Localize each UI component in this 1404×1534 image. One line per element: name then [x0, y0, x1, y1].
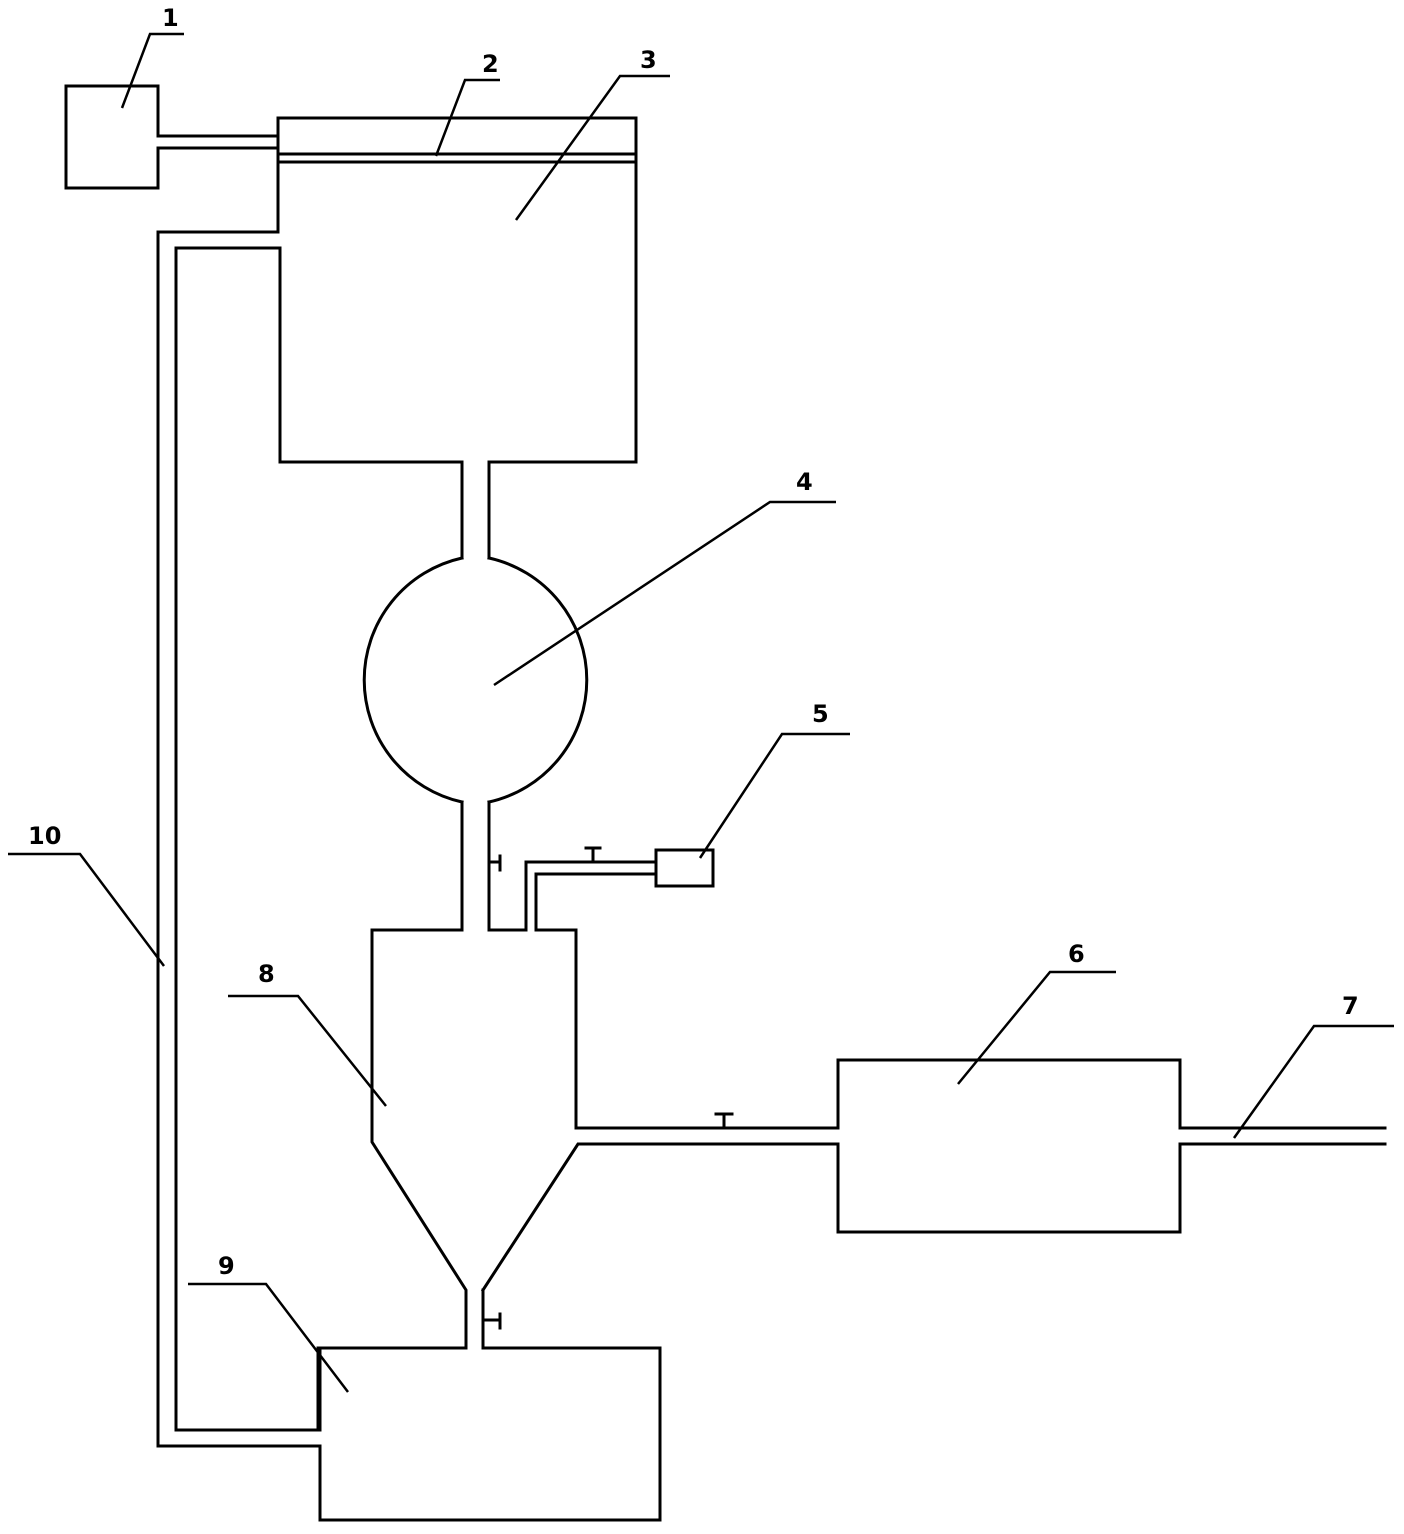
label-2: 2: [482, 50, 499, 78]
component-3-tank: [174, 116, 638, 1432]
outlet-valve: [708, 1112, 740, 1130]
label-3: 3: [640, 46, 657, 74]
component-5-box: [487, 846, 840, 1130]
label-4: 4: [796, 468, 813, 496]
leader-lines: [8, 32, 1394, 1393]
tank-3-left-wall-upper: [156, 146, 662, 1522]
component-4-sphere: [362, 556, 589, 804]
component-1-box: [64, 84, 280, 190]
label-6: 6: [1068, 940, 1085, 968]
label-8: 8: [258, 960, 275, 988]
component-2-plate: [278, 152, 638, 164]
component-8-vessel: [480, 1142, 840, 1293]
component-6-box: [836, 1058, 1387, 1234]
label-5: 5: [812, 700, 829, 728]
label-9: 9: [218, 1252, 235, 1280]
label-10: 10: [28, 822, 61, 850]
valve-near-9: [481, 1312, 502, 1330]
label-1: 1: [162, 4, 179, 32]
lower-neck-right: [487, 800, 658, 932]
label-7: 7: [1342, 992, 1359, 1020]
lower-neck: [318, 800, 468, 1432]
